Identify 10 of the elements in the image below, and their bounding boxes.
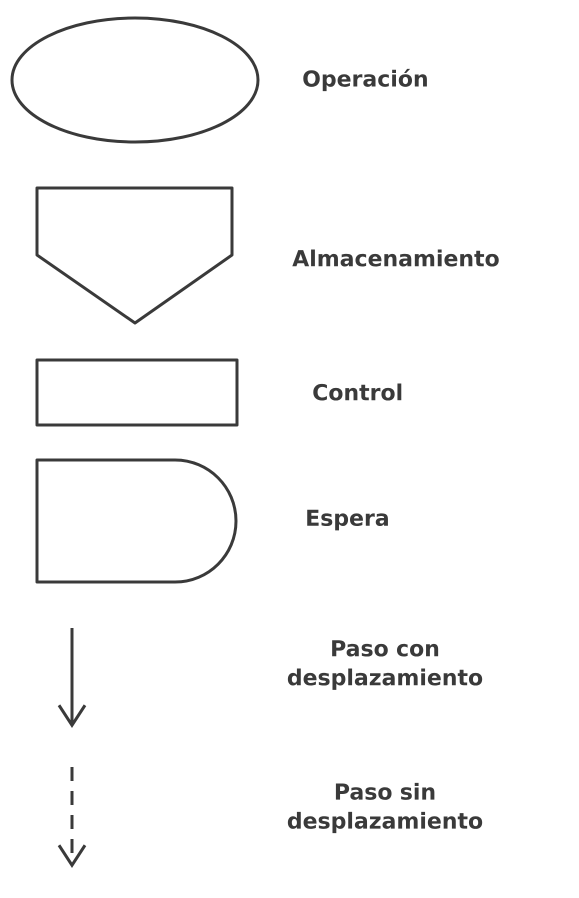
delay-symbol [36,458,238,584]
pentagon-symbol [36,186,234,324]
symbol-label: Espera [307,510,388,530]
legend-label: Paso con desplazamiento [288,640,482,690]
legend-label: Paso sin desplazamiento [288,782,482,834]
rectangle-symbol [36,358,238,426]
symbol-label: Operación [303,68,427,92]
ellipse-symbol [10,16,260,144]
symbol-label: Almacenamiento [292,250,499,267]
symbol-label: Control [313,384,402,401]
